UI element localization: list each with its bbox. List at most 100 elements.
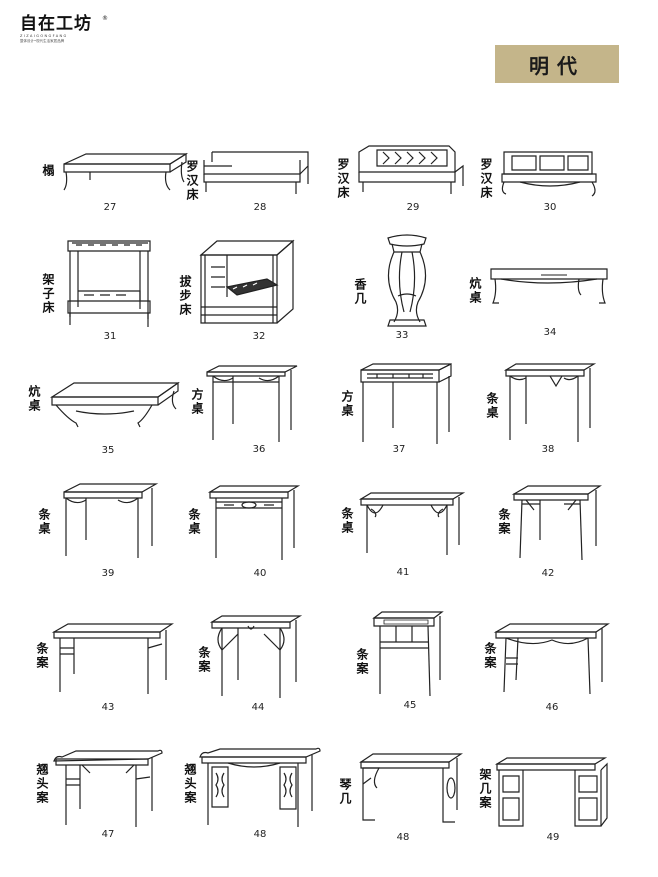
catalog-item: 架几案 49 [475,748,635,850]
item-name: 翘头案 [35,763,49,805]
catalog-item: 条案 45 [340,608,480,718]
item-name: 条桌 [37,508,51,536]
trestle-table-illustration [493,756,611,830]
catalog-item: 翘头案 47 [20,745,180,850]
registered-mark: ® [102,15,108,22]
catalog-item: 条案 44 [190,612,330,717]
everted-flange-table-illustration [52,749,164,829]
item-number: 30 [543,202,557,213]
item-name: 条案 [497,508,511,536]
brand-name: 自在工坊 [20,14,92,34]
item-number: 46 [545,702,559,713]
side-table-illustration [502,362,598,446]
alcove-bed-illustration [197,237,297,329]
catalog-item: 方桌 36 [185,360,335,460]
catalog-item: 罗汉床 28 [180,140,335,220]
item-number: 32 [252,331,266,342]
brand-tagline: 整体设计•现代生活家居品牌 [20,39,65,43]
item-number: 29 [406,202,420,213]
square-table-apron-illustration [357,362,455,446]
item-name: 条桌 [187,508,201,536]
square-table-illustration [203,364,301,444]
luohan-bed-panel-illustration [500,146,602,204]
item-number: 40 [253,568,267,579]
dynasty-label: 明代 [529,53,585,78]
catalog-item: 方桌 37 [335,360,480,460]
item-number: 36 [252,444,266,455]
item-name: 条案 [483,642,497,670]
narrow-altar-table-illustration [370,610,446,698]
item-number: 44 [251,702,265,713]
canopy-bed-illustration [64,237,156,329]
item-number: 47 [101,829,115,840]
item-number: 27 [103,202,117,213]
item-number: 48 [396,832,410,843]
catalog-item: 罗汉床 29 [335,140,490,220]
item-name: 罗汉床 [185,160,199,202]
long-table-spandrel-illustration [357,491,467,561]
kang-table-illustration [487,263,615,319]
item-number: 34 [543,327,557,338]
kang-table-carved-illustration [48,379,184,433]
wide-altar-table-illustration [492,622,610,698]
altar-table-illustration [510,484,604,564]
item-name: 方桌 [190,388,204,416]
catalog-item: 翘头案 48 [180,745,335,850]
item-number: 43 [101,702,115,713]
item-name: 条案 [355,648,369,676]
item-name: 罗汉床 [479,158,493,200]
zither-table-illustration [357,752,465,824]
catalog-item: 条案 42 [480,480,630,580]
everted-flange-carved-table-illustration [198,747,322,829]
item-name: 榻 [41,164,55,178]
item-name: 架子床 [41,273,55,315]
dynasty-badge: 明代 [495,45,619,83]
item-name: 条案 [197,646,211,674]
daybed-illustration [60,150,190,200]
item-number: 41 [396,567,410,578]
item-number: 39 [101,568,115,579]
item-number: 48 [253,829,267,840]
catalog-item: 罗汉床 30 [478,140,638,220]
catalog-item: 琴几 48 [335,748,480,850]
recessed-leg-table-illustration [50,622,174,696]
item-name: 翘头案 [183,763,197,805]
item-number: 42 [541,568,555,579]
item-name: 罗汉床 [336,158,350,200]
item-number: 31 [103,331,117,342]
brand-logo: 自在工坊 ® ZIZAIGONGFANG 整体设计•现代生活家居品牌 [20,14,110,44]
luohan-bed-illustration [202,148,312,203]
catalog-item: 拔步床 32 [175,235,335,345]
catalog-item: 条桌 41 [335,485,480,580]
catalog-item: 架子床 31 [20,235,180,345]
brand-romanization: ZIZAIGONGFANG [20,34,68,38]
long-table-illustration [60,482,158,562]
catalog-item: 条桌 39 [20,480,180,580]
item-number: 33 [395,330,409,341]
catalog-item: 炕桌 34 [465,255,635,345]
item-name: 香几 [353,278,367,306]
catalog-item: 条桌 40 [180,480,335,580]
item-name: 琴几 [338,778,352,806]
luohan-bed-lattice-illustration [355,142,467,200]
item-name: 炕桌 [27,385,41,413]
item-name: 条桌 [485,392,499,420]
catalog-item: 炕桌 35 [20,365,185,460]
item-number: 35 [101,445,115,456]
catalog-item: 条案 46 [480,612,635,717]
item-name: 拔步床 [178,275,192,317]
incense-stand-illustration [382,232,432,328]
catalog-item: 榻 27 [20,140,180,220]
item-name: 条案 [35,642,49,670]
item-number: 37 [392,444,406,455]
item-number: 49 [546,832,560,843]
item-name: 架几案 [478,768,492,810]
item-number: 38 [541,444,555,455]
catalog-item: 条案 43 [20,612,180,717]
item-name: 条桌 [340,507,354,535]
catalog-item: 香几 33 [340,230,460,345]
item-name: 方桌 [340,390,354,418]
altar-table-scroll-illustration [208,614,304,702]
long-table-medallion-illustration [206,484,302,564]
item-name: 炕桌 [468,277,482,305]
